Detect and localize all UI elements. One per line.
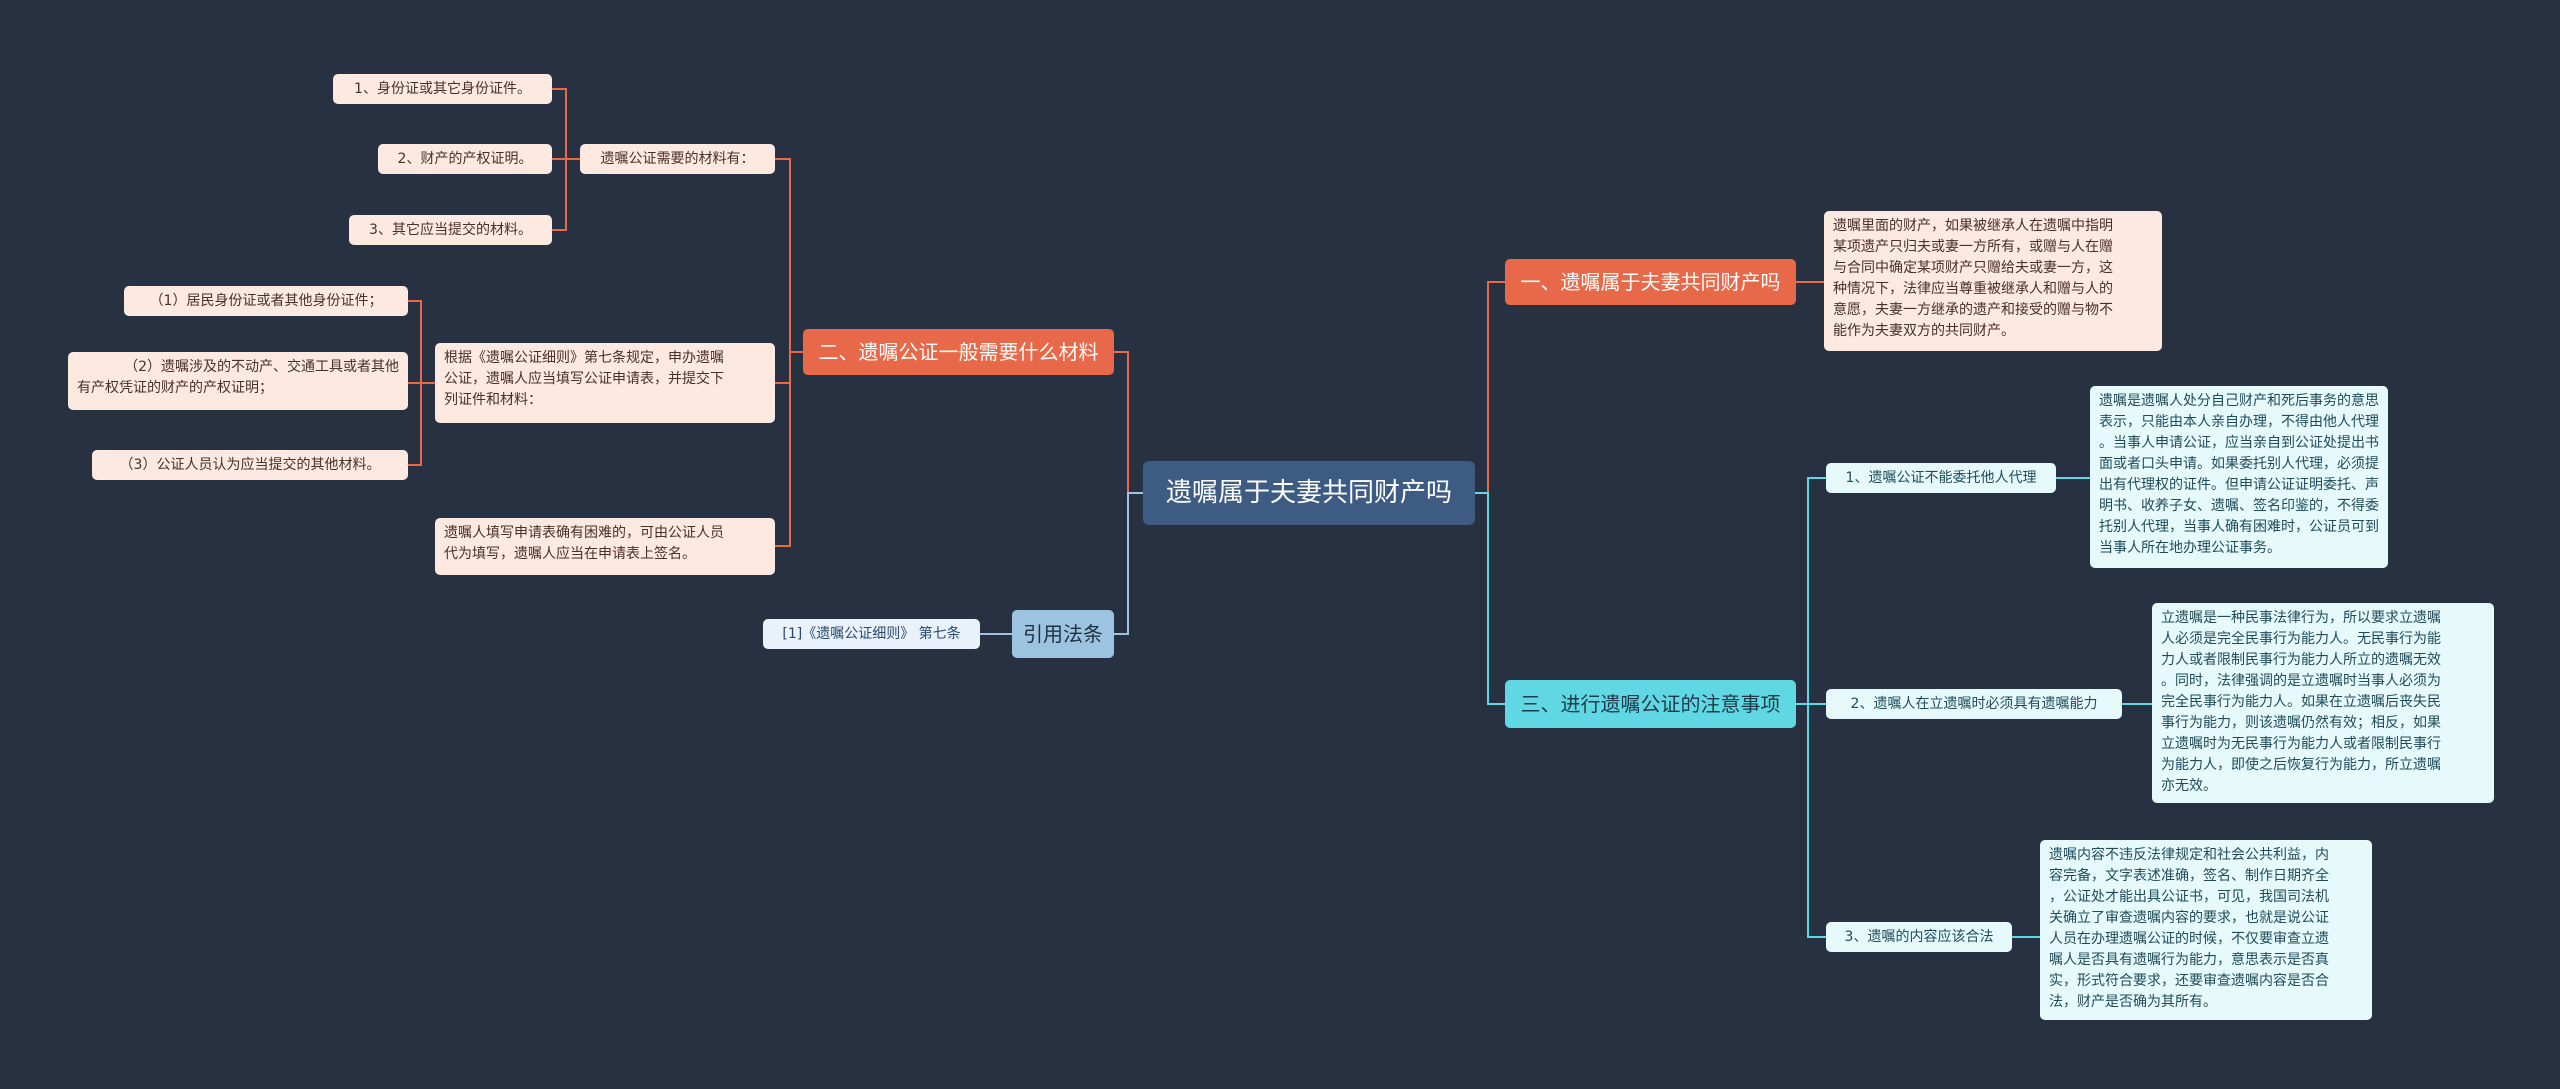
rule-item-line: （2）遗嘱涉及的不动产、交通工具或者其他 (124, 359, 399, 375)
detail-line: 出有代理权的证件。但申请公证证明委托、声 (2099, 477, 2379, 493)
detail-line: 某项遗产只归夫或妻一方所有，或赠与人在赠 (1833, 239, 2113, 255)
materials-label[interactable]: 遗嘱公证需要的材料有： (580, 144, 775, 174)
branch-3-topic[interactable]: 三、进行遗嘱公证的注意事项 (1505, 680, 1796, 728)
note-text[interactable]: 遗嘱人填写申请表确有困难的，可由公证人员 代为填写，遗嘱人应当在申请表上签名。 (435, 518, 775, 575)
rule-item-line: 有产权凭证的财产的产权证明； (77, 380, 273, 396)
link-root-branch1 (1475, 281, 1505, 494)
detail-line: 立遗嘱时为无民事行为能力人或者限制民事行 (2161, 736, 2441, 752)
branch-3-item-3[interactable]: 3、遗嘱的内容应该合法 (1826, 922, 2012, 952)
rule-text[interactable]: 根据《遗嘱公证细则》第七条规定，申办遗嘱 公证，遗嘱人应当填写公证申请表，并提交… (435, 343, 775, 423)
reference-item[interactable]: [1]《遗嘱公证细则》 第七条 (763, 619, 980, 649)
detail-line: 托别人代理，当事人确有困难时，公证员可到 (2099, 519, 2379, 535)
branch-2-topic[interactable]: 二、遗嘱公证一般需要什么材料 (803, 329, 1114, 375)
rule-item-3[interactable]: （3）公证人员认为应当提交的其他材料。 (92, 450, 408, 480)
detail-line: 面或者口头申请。如果委托别人代理，必须提 (2099, 456, 2379, 472)
material-item-2[interactable]: 2、财产的产权证明。 (378, 144, 552, 174)
branch-3-item-1-detail[interactable]: 遗嘱是遗嘱人处分自己财产和死后事务的意思 表示，只能由本人亲自办理，不得由他人代… (2090, 386, 2388, 568)
detail-line: 明书、收养子女、遗嘱、签名印鉴的，不得委 (2099, 498, 2379, 514)
detail-line: 遗嘱内容不违反法律规定和社会公共利益，内 (2049, 847, 2329, 863)
branch-4-topic[interactable]: 引用法条 (1012, 610, 1114, 658)
rule-item-1[interactable]: （1）居民身份证或者其他身份证件； (124, 286, 408, 316)
detail-line: 。同时，法律强调的是立遗嘱时当事人必须为 (2161, 673, 2441, 689)
detail-line: 。当事人申请公证，应当亲自到公证处提出书 (2099, 435, 2379, 451)
link-branch3-items (1796, 477, 1826, 938)
detail-line: 为能力人，即使之后恢复行为能力，所立遗嘱 (2161, 757, 2441, 773)
note-line: 遗嘱人填写申请表确有困难的，可由公证人员 (444, 525, 724, 541)
detail-line: 与合同中确定某项财产只赠给夫或妻一方，这 (1833, 260, 2113, 276)
detail-line: 遗嘱里面的财产，如果被继承人在遗嘱中指明 (1833, 218, 2113, 234)
link-root-branch3 (1475, 492, 1505, 705)
detail-line: 容完备，文字表述准确，签名、制作日期齐全 (2049, 868, 2329, 884)
detail-line: 法，财产是否确为其所有。 (2049, 994, 2217, 1010)
material-item-3[interactable]: 3、其它应当提交的材料。 (349, 215, 552, 245)
detail-line: 嘱人是否具有遗嘱行为能力，意思表示是否真 (2049, 952, 2329, 968)
detail-line: 亦无效。 (2161, 778, 2217, 794)
detail-line: 能作为夫妻双方的共同财产。 (1833, 323, 2015, 339)
root-topic[interactable]: 遗嘱属于夫妻共同财产吗 (1143, 461, 1475, 525)
detail-line: 人必须是完全民事行为能力人。无民事行为能 (2161, 631, 2441, 647)
branch-1-detail[interactable]: 遗嘱里面的财产，如果被继承人在遗嘱中指明 某项遗产只归夫或妻一方所有，或赠与人在… (1824, 211, 2162, 351)
link-rule-items (408, 300, 435, 466)
detail-line: 意愿，夫妻一方继承的遗产和接受的赠与物不 (1833, 302, 2113, 318)
detail-line: 力人或者限制民事行为能力人所立的遗嘱无效 (2161, 652, 2441, 668)
branch-3-item-3-detail[interactable]: 遗嘱内容不违反法律规定和社会公共利益，内 容完备，文字表述准确，签名、制作日期齐… (2040, 840, 2372, 1020)
detail-line: 事行为能力，则该遗嘱仍然有效；相反，如果 (2161, 715, 2441, 731)
branch-3-item-2[interactable]: 2、遗嘱人在立遗嘱时必须具有遗嘱能力 (1826, 689, 2122, 719)
link-branch2-children (775, 158, 803, 547)
detail-line: 立遗嘱是一种民事法律行为，所以要求立遗嘱 (2161, 610, 2441, 626)
material-item-1[interactable]: 1、身份证或其它身份证件。 (333, 74, 552, 104)
detail-line: 遗嘱是遗嘱人处分自己财产和死后事务的意思 (2099, 393, 2379, 409)
link-root-branch4 (1114, 492, 1143, 635)
link-materials (552, 88, 580, 231)
note-line: 代为填写，遗嘱人应当在申请表上签名。 (444, 546, 696, 562)
detail-line: 当事人所在地办理公证事务。 (2099, 540, 2281, 556)
detail-line: 实，形式符合要求，还要审查遗嘱内容是否合 (2049, 973, 2329, 989)
branch-3-item-1[interactable]: 1、遗嘱公证不能委托他人代理 (1826, 463, 2056, 493)
link-root-branch2 (1114, 351, 1143, 494)
detail-line: 表示，只能由本人亲自办理，不得由他人代理 (2099, 414, 2379, 430)
rule-line: 公证，遗嘱人应当填写公证申请表，并提交下 (444, 371, 724, 387)
detail-line: 关确立了审查遗嘱内容的要求，也就是说公证 (2049, 910, 2329, 926)
detail-line: 完全民事行为能力人。如果在立遗嘱后丧失民 (2161, 694, 2441, 710)
branch-1-topic[interactable]: 一、遗嘱属于夫妻共同财产吗 (1505, 259, 1796, 305)
branch-3-item-2-detail[interactable]: 立遗嘱是一种民事法律行为，所以要求立遗嘱 人必须是完全民事行为能力人。无民事行为… (2152, 603, 2494, 803)
rule-line: 根据《遗嘱公证细则》第七条规定，申办遗嘱 (444, 350, 724, 366)
detail-line: 人员在办理遗嘱公证的时候，不仅要审查立遗 (2049, 931, 2329, 947)
rule-line: 列证件和材料： (444, 392, 542, 408)
detail-line: ，公证处才能出具公证书，可见，我国司法机 (2049, 889, 2329, 905)
detail-line: 种情况下，法律应当尊重被继承人和赠与人的 (1833, 281, 2113, 297)
rule-item-2[interactable]: （2）遗嘱涉及的不动产、交通工具或者其他 有产权凭证的财产的产权证明； (68, 352, 408, 410)
